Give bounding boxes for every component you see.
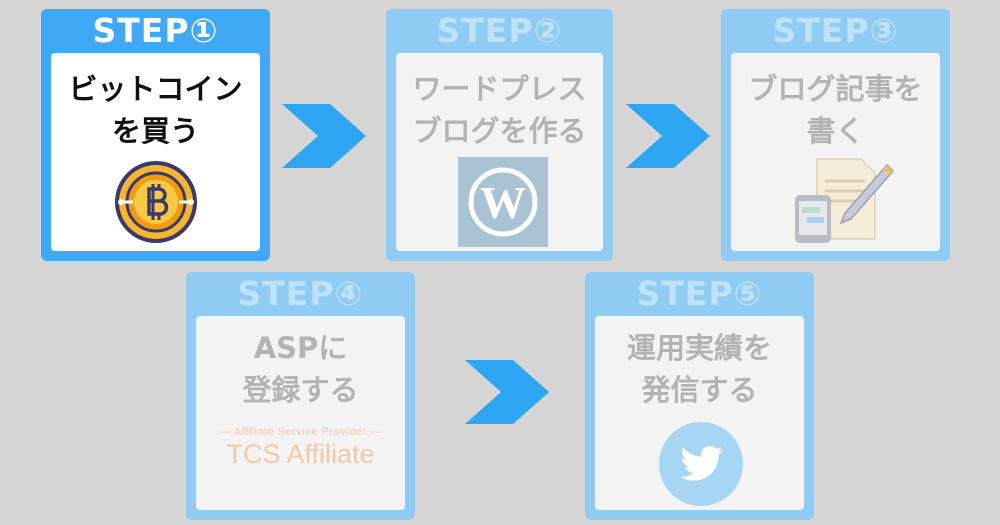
arrow-right-icon [282, 104, 366, 168]
step-1-title-line1: ビットコイン [68, 72, 243, 106]
step-4-title-line1: ASPに [253, 331, 348, 365]
step-1-card: STEP① ビットコイン を買う [41, 9, 270, 261]
logo-name: TCS Affiliate [226, 439, 375, 469]
step-1-title-line2: を買う [111, 114, 199, 148]
svg-text:W: W [480, 177, 526, 228]
arrow-right-icon [465, 360, 549, 424]
step-4-label: STEP④ [237, 274, 364, 313]
step-4-card: STEP④ ASPに 登録する — Affiliate Service Prov… [186, 272, 415, 520]
step-3-body: ブログ記事を 書く [731, 53, 940, 251]
bitcoin-icon [115, 161, 197, 243]
step-3-card: STEP③ ブログ記事を 書く [721, 9, 950, 261]
step-2-card: STEP② ワードプレス ブログを作る W [386, 9, 613, 261]
step-2-title-line2: ブログを作る [412, 114, 587, 148]
step-2-title-line1: ワードプレス [412, 72, 587, 106]
step-4-body: ASPに 登録する — Affiliate Service Provider —… [196, 316, 405, 510]
step-5-title-line1: 運用実績を [626, 331, 772, 365]
step-4-title-line2: 登録する [242, 373, 359, 407]
step-5-card: STEP⑤ 運用実績を 発信する [585, 272, 814, 520]
step-5-body: 運用実績を 発信する [595, 316, 804, 510]
step-3-label: STEP③ [772, 11, 899, 50]
step-3-title-line1: ブログ記事を [748, 72, 923, 106]
twitter-icon [659, 422, 743, 506]
step-3-title-line2: 書く [806, 114, 865, 148]
step-1-body: ビットコイン を買う [51, 53, 260, 251]
wordpress-icon: W [458, 157, 548, 247]
tcs-affiliate-logo: — Affiliate Service Provider — TCS Affil… [196, 426, 405, 470]
step-1-label: STEP① [92, 11, 219, 50]
step-2-body: ワードプレス ブログを作る W [396, 53, 603, 251]
step-2-label: STEP② [436, 11, 563, 50]
arrow-right-icon [626, 104, 710, 168]
logo-tagline: — Affiliate Service Provider — [219, 426, 382, 438]
step-5-label: STEP⑤ [636, 274, 763, 313]
writing-icon [795, 158, 895, 243]
step-5-title-line2: 発信する [641, 373, 758, 407]
